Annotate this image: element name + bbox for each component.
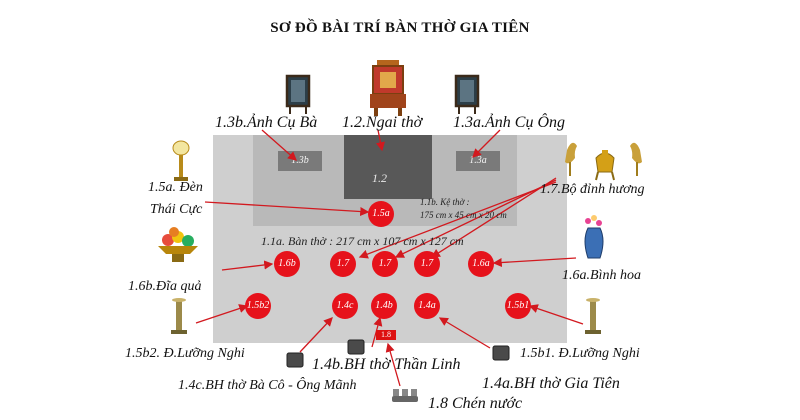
flower-vase-icon [584, 215, 604, 259]
marker-1-7-right: 1.7 [414, 251, 440, 277]
marker-1-6a: 1.6a [468, 251, 494, 277]
label-flower-vase: 1.6a.Bình hoa [562, 268, 641, 283]
label-shelf-size: 175 cm x 45 cm x 20 cm [420, 210, 507, 220]
incense-bowl-icon [286, 352, 304, 368]
marker-1-6b: 1.6b [274, 251, 300, 277]
throne-icon [370, 60, 406, 116]
label-incense-set: 1.7.Bộ đỉnh hương [540, 182, 645, 197]
label-incense-aunt: 1.4c.BH thờ Bà Cô - Ông Mãnh [178, 378, 357, 393]
marker-1-4a: 1.4a [414, 293, 440, 319]
portrait-frame-icon [285, 74, 311, 114]
marker-1-7-left: 1.7 [330, 251, 356, 277]
label-candle-right: 1.5b1. Đ.Lưỡng Nghi [520, 346, 640, 361]
marker-1-5b1: 1.5b1 [505, 293, 531, 319]
crane-icon [565, 142, 577, 176]
label-shelf: 1.1b. Kệ thờ : [420, 197, 470, 207]
candle-stand-icon [585, 298, 601, 334]
label-fruit-plate: 1.6b.Đĩa quả [128, 279, 202, 294]
incense-bowl-icon [347, 339, 365, 355]
label-candle-left: 1.5b2. Đ.Lưỡng Nghi [125, 346, 245, 361]
marker-1-8: 1.8 [376, 330, 396, 340]
portrait-frame-icon [454, 74, 480, 114]
fruit-plate-icon [158, 227, 198, 262]
marker-1-7-center: 1.7 [372, 251, 398, 277]
incense-bowl-icon [492, 345, 510, 361]
label-altar-table: 1.1a. Bàn thờ : 217 cm x 107 cm x 127 cm [261, 234, 464, 248]
label-incense-ancestors: 1.4a.BH thờ Gia Tiên [482, 375, 620, 392]
candle-stand-icon [171, 298, 187, 334]
label-portrait-grandfather: 1.3a.Ảnh Cụ Ông [453, 114, 565, 131]
marker-1-5b2: 1.5b2 [245, 293, 271, 319]
diagram-title: SƠ ĐỒ BÀI TRÍ BÀN THỜ GIA TIÊN [270, 20, 530, 36]
throne-area: 1.2 [344, 135, 432, 199]
pointer-arrows [195, 129, 584, 387]
label-water-cups: 1.8 Chén nước [428, 395, 523, 412]
label-lamp-line2: Thái Cực [150, 202, 203, 217]
throne-area-label: 1.2 [372, 171, 387, 185]
crane-icon [630, 142, 642, 176]
marker-1-4c: 1.4c [332, 293, 358, 319]
label-lamp-line1: 1.5a. Đèn [148, 180, 203, 195]
marker-1-4b: 1.4b [371, 293, 397, 319]
marker-1-5a: 1.5a [368, 201, 394, 227]
label-throne: 1.2.Ngai thờ [342, 114, 423, 131]
portrait-grandfather-area: 1.3a [456, 151, 500, 171]
label-incense-gods: 1.4b.BH thờ Thần Linh [312, 356, 461, 373]
lamp-icon [172, 140, 190, 181]
water-cups-icon [392, 389, 418, 402]
incense-burner-icon [595, 150, 615, 181]
label-portrait-grandmother: 1.3b.Ảnh Cụ Bà [215, 114, 318, 131]
